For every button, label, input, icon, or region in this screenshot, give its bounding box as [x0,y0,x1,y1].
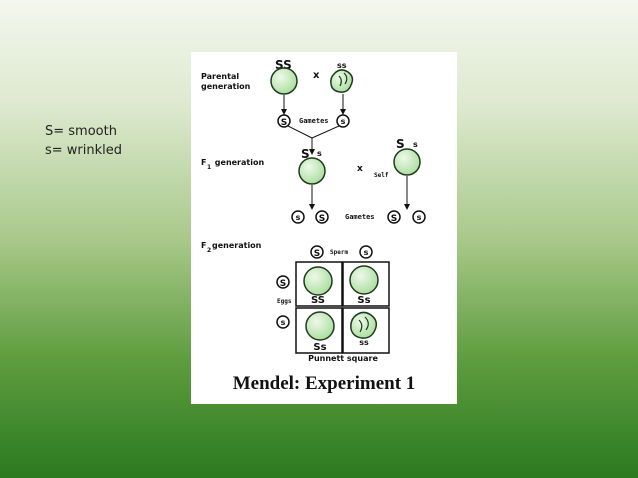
gamete-recessive-p: s [336,114,350,128]
svg-text:s: s [281,318,286,327]
smooth-pea-f1 [298,157,326,185]
f1-label-prefix: F [201,158,206,167]
punnett-cell-SS: SS [303,266,333,306]
f2-label-sub: 2 [207,247,211,254]
cell-ss-label: ss [359,338,369,347]
svg-text:S: S [314,249,320,259]
gamete-dominant-f1-right: S [387,210,401,224]
punnett-square-label: Punnett square [308,354,378,363]
gamete-join-left [287,125,313,139]
figure-caption: Mendel: Experiment 1 [232,373,416,394]
eggs-label: Eggs [277,298,292,305]
wrinkled-pea-parent [330,69,354,93]
punnett-cell-Ss-top: Ss [349,265,379,306]
gamete-recessive-f1-left: s [291,210,305,224]
parental-label-1: Parental [201,72,239,81]
svg-text:s: s [417,213,422,222]
svg-text:S: S [391,214,397,224]
f2-label-prefix: F [201,241,206,250]
gametes-label-f1: Gametes [345,213,375,221]
gamete-join-right [311,125,340,139]
sperm-gamete-recessive: s [359,245,373,259]
svg-text:s: s [364,248,369,257]
f1-allele-dominant: S [301,147,310,161]
punnett-cell-Ss-bottom: Ss [305,311,335,353]
f1-right-allele-dominant: S [396,137,405,151]
f2-label-suffix: generation [212,241,262,250]
parental-label-2: generation [201,82,251,91]
svg-text:s: s [296,213,301,222]
mendel-figure: Parental generation SS x ss S Gametes s [191,52,457,404]
cell-Ss-top-label: Ss [357,295,370,306]
f1-allele-recessive: s [317,149,322,158]
f1-right-allele-recessive: s [413,140,418,149]
gamete-recessive-f1-right: s [412,210,426,224]
self-label: Self [374,172,389,179]
smooth-pea-parent [270,67,298,95]
smooth-pea-f1-self [393,148,421,176]
f1-label-suffix: generation [212,158,264,167]
sperm-label: Sperm [330,249,348,256]
gametes-label-p: Gametes [299,117,329,125]
egg-gamete-recessive: s [276,315,290,329]
parent-right-genotype: ss [337,61,347,70]
legend-smooth: S= smooth [45,124,117,139]
f1-cross-symbol: x [357,164,363,174]
gamete-dominant-f1-left: S [315,210,329,224]
svg-text:S: S [281,118,287,128]
punnett-cell-ss: ss [350,311,378,347]
gamete-dominant-p: S [277,114,291,128]
svg-text:S: S [319,214,325,224]
sperm-gamete-dominant: S [310,245,324,259]
f1-label-sub: 1 [207,164,211,171]
punnett-square: SS Ss Ss ss [295,261,390,354]
legend-wrinkled: s= wrinkled [45,143,123,158]
egg-gamete-dominant: S [276,275,290,289]
allele-legend: S= smooth s= wrinkled [45,122,122,160]
mendel-diagram: Parental generation SS x ss S Gametes s [201,58,426,363]
cell-Ss-bottom-label: Ss [313,342,326,353]
svg-text:s: s [341,117,346,126]
svg-text:S: S [280,279,286,289]
cell-SS-label: SS [311,295,325,306]
parental-cross-symbol: x [313,70,320,81]
